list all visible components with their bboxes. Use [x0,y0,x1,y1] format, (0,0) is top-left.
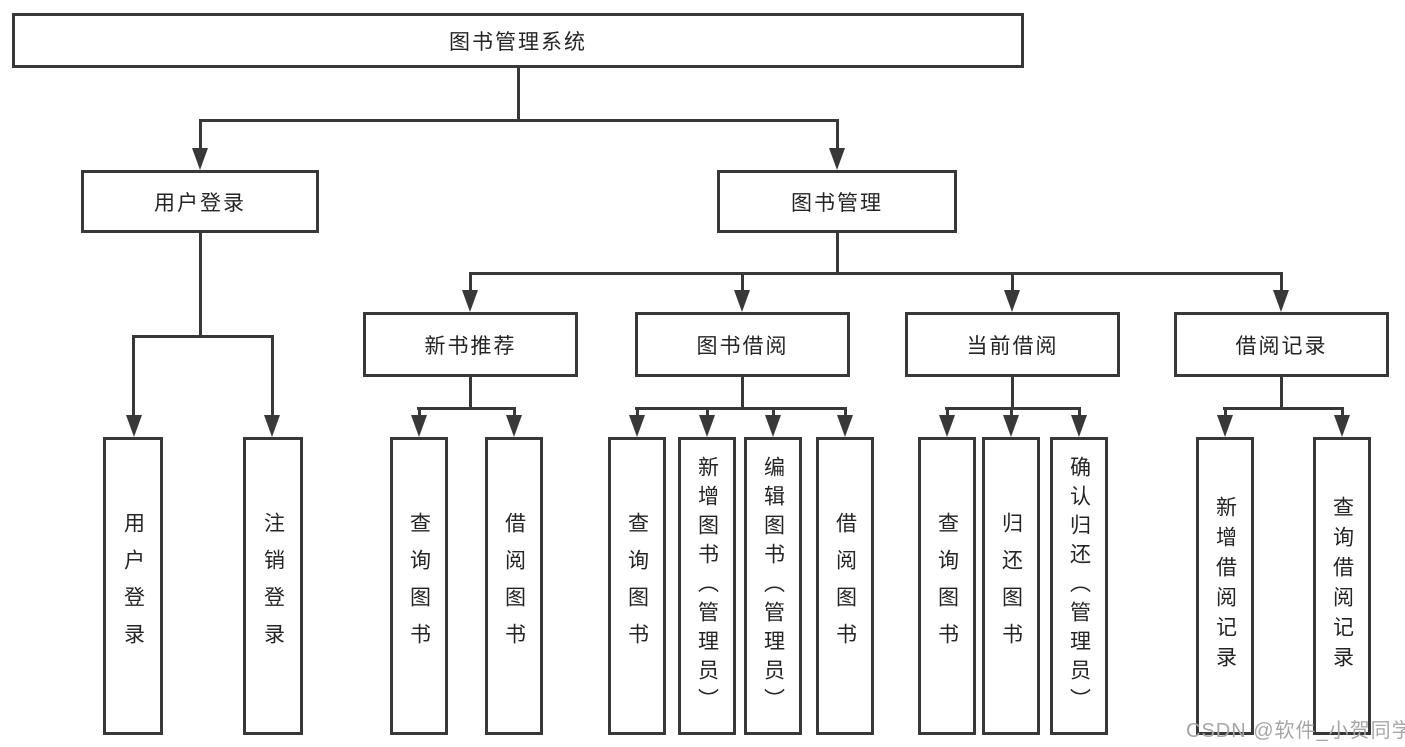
node-label: 借阅图书 [502,512,526,660]
leaf-current-query: 查询图书 [918,437,976,735]
connector-line [1011,377,1014,408]
leaf-borrow-query: 查询图书 [608,437,666,735]
node-label: 当前借阅 [966,334,1059,358]
arrow-down-icon [126,415,142,437]
connector-line [1078,407,1081,417]
connector-line [1280,377,1283,408]
connector-line [1011,272,1014,294]
node-label: 归还图书 [999,512,1023,660]
connector-line [635,407,846,410]
connector-line [199,119,839,122]
node-label: 确认归还（管理员） [1067,455,1091,717]
connector-line [836,233,839,274]
node-new-book-recommend: 新书推荐 [363,312,578,377]
connector-line [469,272,1283,275]
leaf-record-query: 查询借阅记录 [1313,437,1371,735]
node-label: 用户登录 [154,191,246,215]
connector-line [417,407,516,410]
arrow-down-icon [264,415,280,437]
arrow-down-icon [699,415,715,437]
node-label: 查询图书 [935,512,959,660]
arrow-down-icon [939,415,955,437]
connector-line [517,68,520,122]
connector-line [836,119,839,152]
arrow-down-icon [192,148,208,170]
watermark: CSDN @软件_小贺同学 [1186,720,1405,742]
leaf-newbook-borrow: 借阅图书 [485,437,543,735]
node-label: 新增借阅记录 [1213,496,1237,676]
connector-line [199,233,202,337]
node-label: 用户登录 [121,512,145,660]
node-label: 图书管理 [791,191,883,215]
node-label: 图书借阅 [696,334,789,358]
connector-line [636,407,639,417]
leaf-current-confirm-admin: 确认归还（管理员） [1050,437,1108,735]
arrow-down-icon [1004,290,1020,312]
arrow-down-icon [506,415,522,437]
leaf-borrow-add-admin: 新增图书（管理员） [678,437,736,735]
connector-line [469,377,472,408]
arrow-down-icon [829,148,845,170]
node-label: 注销登录 [261,512,285,660]
connector-line [199,119,202,152]
connector-line [132,335,135,417]
node-borrowing-records: 借阅记录 [1174,312,1389,377]
arrow-down-icon [734,290,750,312]
connector-line [271,335,274,417]
node-label: 新增图书（管理员） [695,455,719,717]
node-label: 借阅图书 [833,512,857,660]
leaf-user-login: 用户登录 [103,437,163,735]
node-label: 借阅记录 [1235,334,1328,358]
connector-line [418,407,421,417]
node-book-borrowing: 图书借阅 [635,312,850,377]
arrow-down-icon [1217,415,1233,437]
node-label: 编辑图书（管理员） [761,455,785,717]
leaf-current-return: 归还图书 [982,437,1040,735]
node-label: 查询借阅记录 [1330,496,1354,676]
node-user-login: 用户登录 [81,170,319,233]
node-label: 图书管理系统 [449,30,587,54]
leaf-borrow-edit-admin: 编辑图书（管理员） [744,437,802,735]
connector-line [741,377,744,408]
connector-line [844,407,847,417]
node-root: 图书管理系统 [12,13,1024,68]
connector-line [1280,272,1283,294]
arrow-down-icon [629,415,645,437]
node-current-borrowing: 当前借阅 [905,312,1120,377]
connector-line [772,407,775,417]
connector-line [132,335,274,338]
leaf-newbook-query: 查询图书 [390,437,448,735]
connector-line [1010,407,1013,417]
arrow-down-icon [837,415,853,437]
leaf-record-add: 新增借阅记录 [1196,437,1254,735]
node-label: 查询图书 [625,512,649,660]
leaf-logout: 注销登录 [243,437,303,735]
arrow-down-icon [1003,415,1019,437]
connector-line [1224,407,1227,417]
connector-line [1341,407,1344,417]
connector-line [513,407,516,417]
node-book-management: 图书管理 [717,170,957,233]
arrow-down-icon [765,415,781,437]
arrow-down-icon [1273,290,1289,312]
connector-line [706,407,709,417]
arrow-down-icon [1071,415,1087,437]
arrow-down-icon [1334,415,1350,437]
arrow-down-icon [462,290,478,312]
arrow-down-icon [411,415,427,437]
connector-line [1223,407,1344,410]
connector-line [469,272,472,294]
connector-line [945,407,1081,410]
node-label: 查询图书 [407,512,431,660]
leaf-borrow-book: 借阅图书 [816,437,874,735]
connector-line [741,272,744,294]
node-label: 新书推荐 [424,334,517,358]
connector-line [946,407,949,417]
